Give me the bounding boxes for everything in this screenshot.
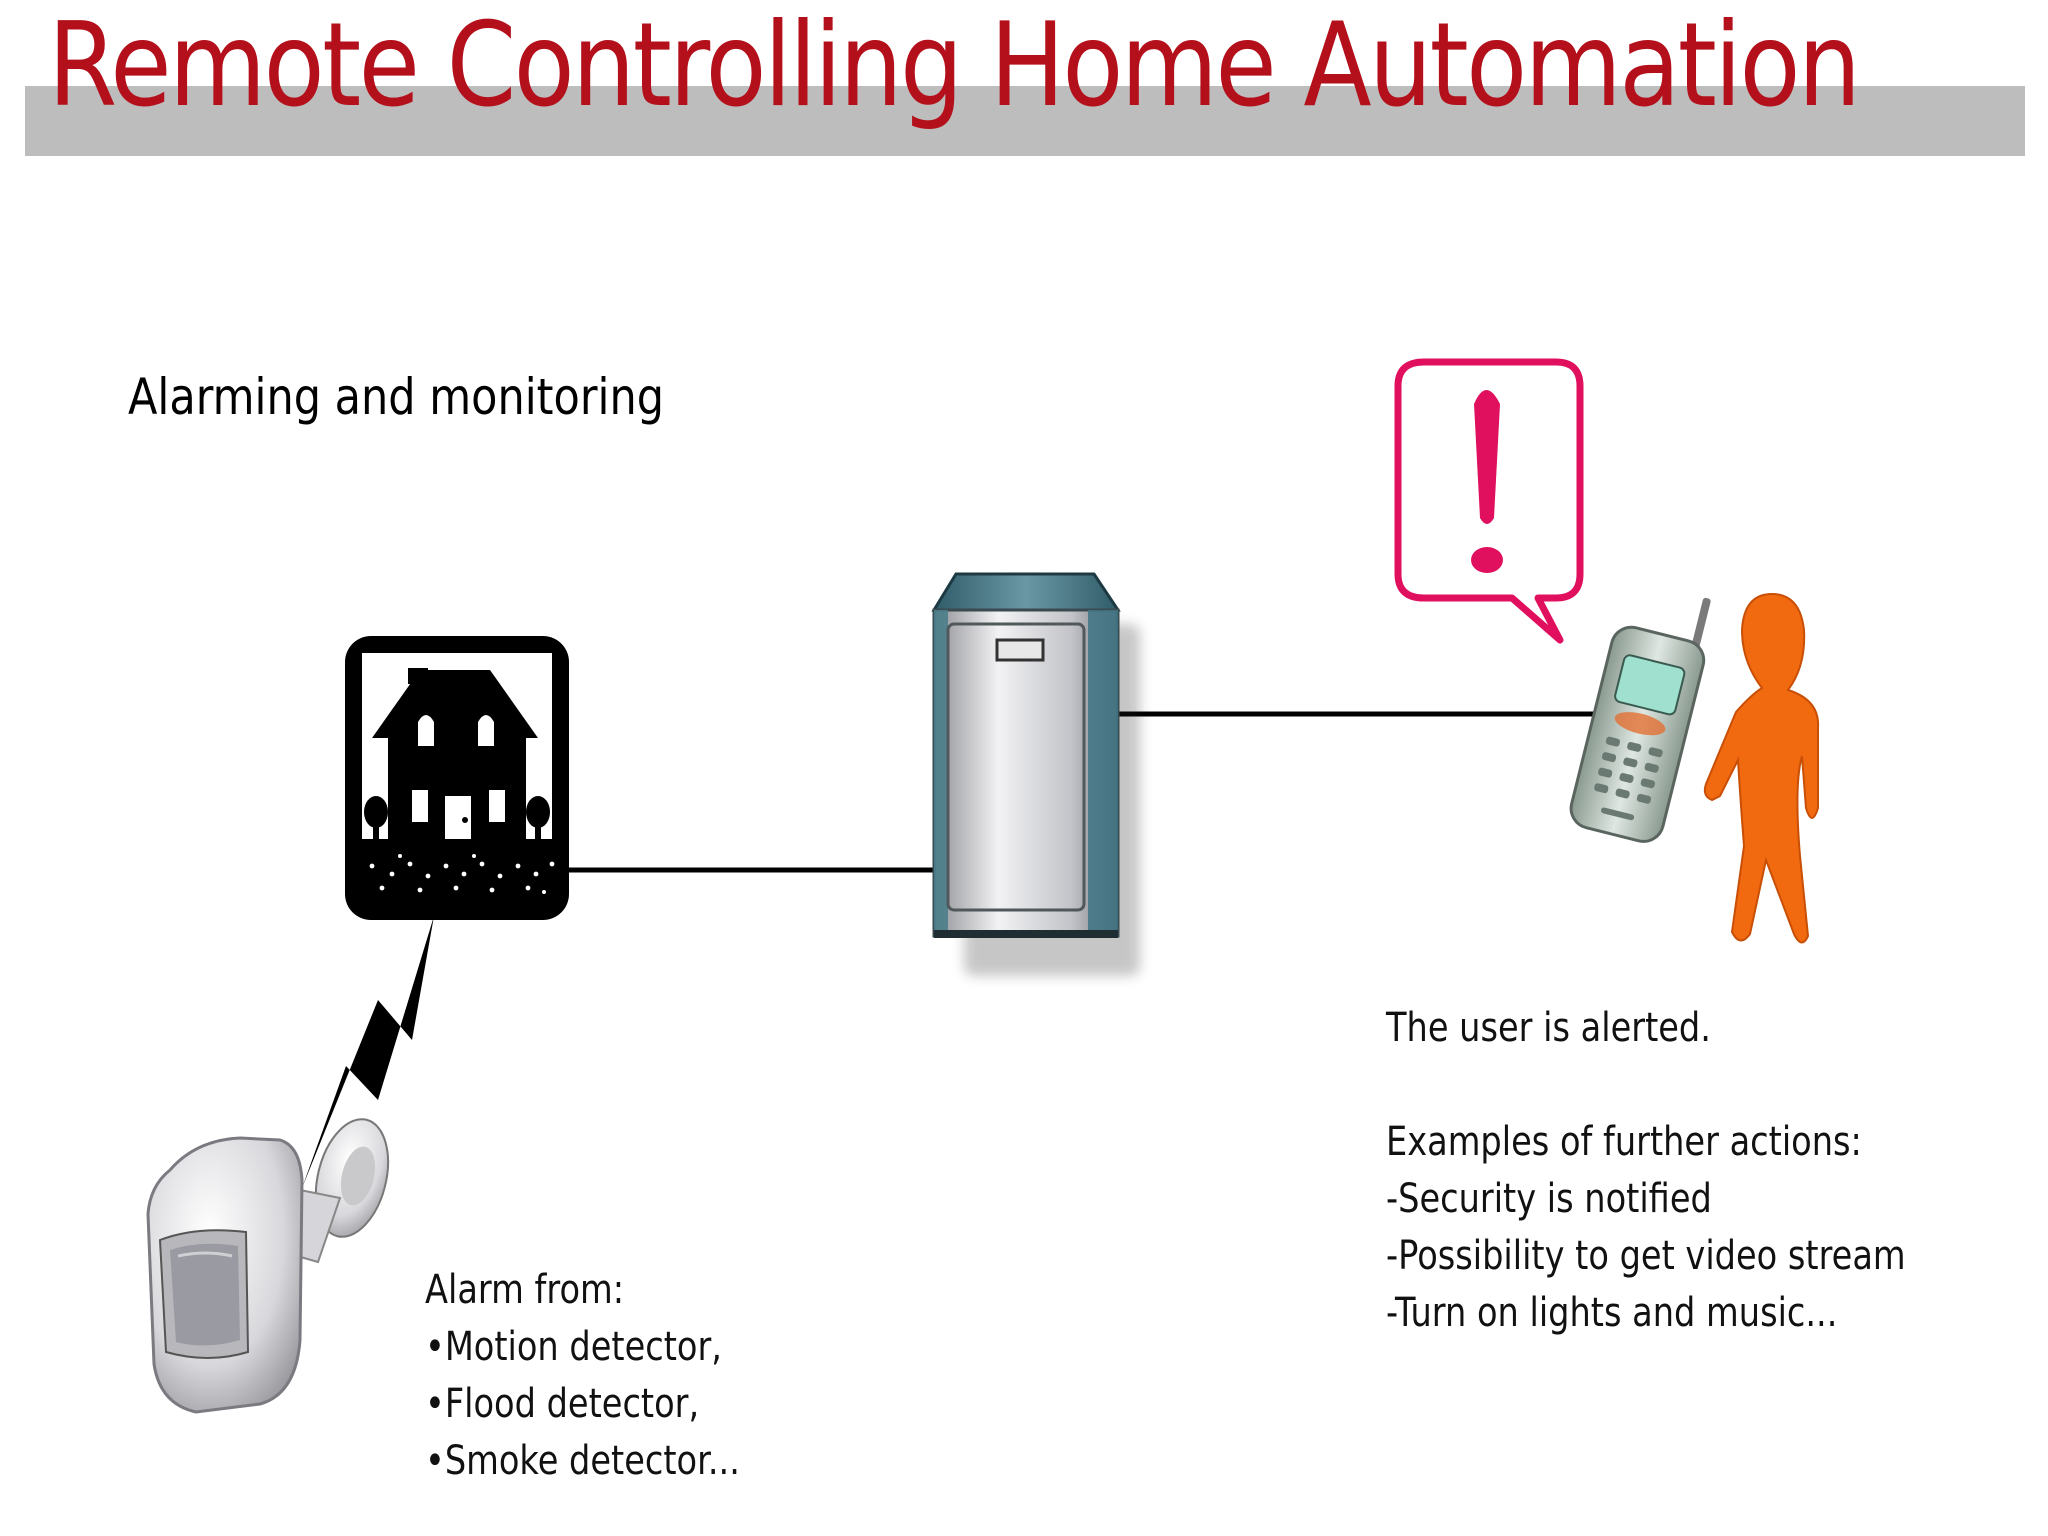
house-icon <box>345 636 569 920</box>
lightning-bolt-icon <box>302 916 434 1188</box>
spacer <box>1386 1057 1906 1114</box>
motion-sensor-icon <box>146 1118 390 1414</box>
alarm-line: •Flood detector, <box>425 1381 700 1427</box>
example-action: -Turn on lights and music... <box>1386 1290 1838 1336</box>
example-action: -Possibility to get video stream <box>1386 1233 1906 1279</box>
mobile-phone-icon <box>1569 597 1711 843</box>
title-bar <box>25 86 2025 156</box>
exclamation-bubble-icon <box>1394 358 1584 644</box>
examples-heading: Examples of further actions: <box>1386 1119 1862 1165</box>
person-icon <box>1703 592 1820 944</box>
alarm-line: •Smoke detector... <box>425 1438 740 1484</box>
user-alerted-line: The user is alerted. <box>1386 1005 1711 1051</box>
alarm-line: •Motion detector, <box>425 1324 722 1370</box>
user-alert-text: The user is alerted. Examples of further… <box>1386 1000 1906 1342</box>
page-title: Remote Controlling Home Automation <box>48 0 1861 133</box>
example-action: -Security is notified <box>1386 1176 1712 1222</box>
section-subtitle: Alarming and monitoring <box>128 368 664 426</box>
alarm-line: Alarm from: <box>425 1267 625 1313</box>
server-icon <box>931 572 1140 976</box>
alarm-sources-text: Alarm from: •Motion detector, •Flood det… <box>425 1262 740 1490</box>
